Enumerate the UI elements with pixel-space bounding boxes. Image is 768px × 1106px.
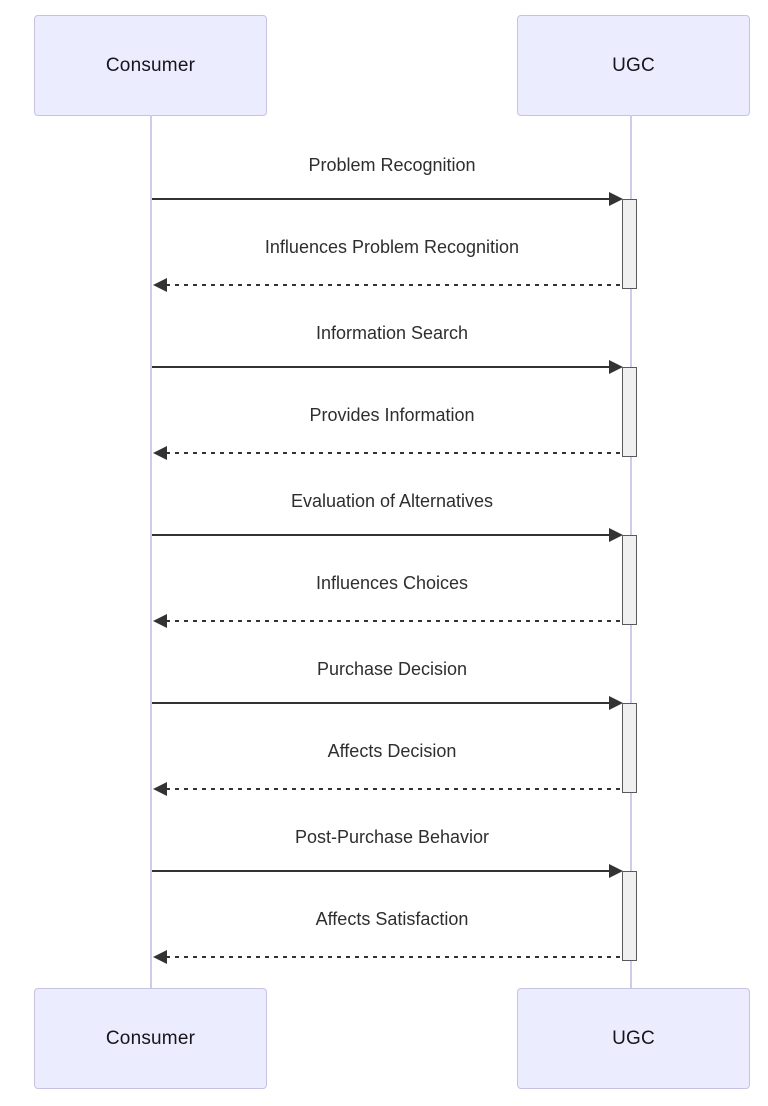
activation-bar-ugc bbox=[622, 871, 637, 961]
message-arrow-dashed bbox=[166, 788, 623, 790]
activation-bar-ugc bbox=[622, 367, 637, 457]
message-label-request: Post-Purchase Behavior bbox=[294, 827, 490, 847]
activation-bar-ugc bbox=[622, 703, 637, 793]
message-label-request: Evaluation of Alternatives bbox=[290, 491, 494, 511]
actor-label-consumer-top: Consumer bbox=[105, 54, 196, 76]
arrowhead-left-icon bbox=[153, 278, 167, 292]
message-label-response: Affects Decision bbox=[327, 741, 457, 761]
actor-box-consumer-bottom: Consumer bbox=[34, 988, 267, 1089]
arrowhead-left-icon bbox=[153, 614, 167, 628]
message-label-request: Problem Recognition bbox=[308, 155, 476, 175]
actor-box-consumer-top: Consumer bbox=[34, 15, 267, 116]
message-arrow-solid bbox=[152, 366, 610, 368]
message-arrow-solid bbox=[152, 534, 610, 536]
message-exchange: Purchase Decision Affects Decision bbox=[0, 653, 768, 803]
message-exchange: Problem Recognition Influences Problem R… bbox=[0, 149, 768, 299]
message-arrow-solid bbox=[152, 702, 610, 704]
actor-label-ugc-top: UGC bbox=[612, 54, 655, 76]
actor-label-consumer-bottom: Consumer bbox=[105, 1027, 196, 1049]
arrowhead-left-icon bbox=[153, 950, 167, 964]
message-exchange: Information Search Provides Information bbox=[0, 317, 768, 467]
message-label-response: Provides Information bbox=[309, 405, 475, 425]
activation-bar-ugc bbox=[622, 535, 637, 625]
message-arrow-dashed bbox=[166, 956, 623, 958]
activation-bar-ugc bbox=[622, 199, 637, 289]
arrowhead-right-icon bbox=[609, 192, 623, 206]
message-exchange: Post-Purchase Behavior Affects Satisfact… bbox=[0, 821, 768, 971]
actor-box-ugc-top: UGC bbox=[517, 15, 750, 116]
message-label-response: Affects Satisfaction bbox=[315, 909, 469, 929]
arrowhead-right-icon bbox=[609, 696, 623, 710]
message-label-response: Influences Choices bbox=[315, 573, 469, 593]
arrowhead-right-icon bbox=[609, 864, 623, 878]
message-arrow-solid bbox=[152, 870, 610, 872]
arrowhead-right-icon bbox=[609, 360, 623, 374]
arrowhead-right-icon bbox=[609, 528, 623, 542]
message-exchange: Evaluation of Alternatives Influences Ch… bbox=[0, 485, 768, 635]
message-arrow-dashed bbox=[166, 284, 623, 286]
actor-box-ugc-bottom: UGC bbox=[517, 988, 750, 1089]
message-arrow-solid bbox=[152, 198, 610, 200]
message-label-response: Influences Problem Recognition bbox=[264, 237, 520, 257]
message-label-request: Purchase Decision bbox=[316, 659, 468, 679]
arrowhead-left-icon bbox=[153, 782, 167, 796]
lifeline-consumer bbox=[150, 115, 152, 988]
message-arrow-dashed bbox=[166, 452, 623, 454]
actor-label-ugc-bottom: UGC bbox=[612, 1027, 655, 1049]
arrowhead-left-icon bbox=[153, 446, 167, 460]
message-label-request: Information Search bbox=[315, 323, 469, 343]
message-arrow-dashed bbox=[166, 620, 623, 622]
